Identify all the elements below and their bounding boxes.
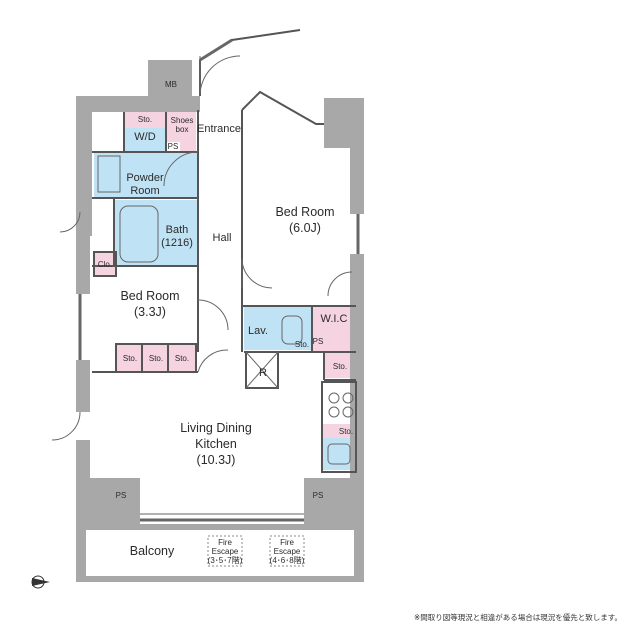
label-sto-kitchen: Sto.	[339, 427, 353, 436]
fire-escape-b: Fire Escape (4･6･8階)	[269, 535, 305, 567]
label-ps-entrance: PS	[168, 142, 179, 151]
label-bath-2: (1216)	[161, 237, 193, 249]
label-ps-wic: PS	[313, 337, 324, 346]
label-sto-bed-1: Sto.	[123, 354, 137, 363]
room-labels: MB Entrance W/D Sto. Shoes box PS Powder…	[98, 80, 353, 558]
fire-escape-a: Fire Escape (3･5･7階)	[207, 535, 243, 567]
label-sto-bed-3: Sto.	[175, 354, 189, 363]
doors	[51, 55, 353, 441]
label-sto-wd: Sto.	[138, 115, 152, 124]
label-powder-room-2: Room	[130, 185, 159, 197]
label-fire-escape-a-2: Escape	[212, 547, 239, 556]
label-wd: W/D	[134, 131, 155, 143]
lav-area	[244, 306, 312, 350]
label-shoes-box-1: Shoes	[171, 116, 194, 125]
label-ldk-1: Living Dining	[180, 421, 252, 435]
label-fire-escape-b-3: (4･6･8階)	[270, 555, 305, 565]
label-lav: Lav.	[248, 325, 268, 337]
bathtub	[119, 205, 159, 263]
label-bath-1: Bath	[166, 224, 189, 236]
partitions	[92, 29, 357, 473]
label-powder-room-1: Powder	[126, 172, 164, 184]
label-fire-escape-a-3: (3･5･7階)	[208, 555, 243, 565]
label-sto-bed-2: Sto.	[149, 354, 163, 363]
disclaimer-note: ※間取り図等現況と相違がある場合は現況を優先と致します。	[413, 613, 622, 622]
storage-areas	[94, 112, 356, 438]
fixtures	[78, 38, 360, 522]
label-ldk-3: (10.3J)	[197, 453, 236, 467]
label-bed-room-b-1: Bed Room	[120, 289, 179, 303]
label-fire-escape-b-1: Fire	[280, 538, 294, 547]
walls	[76, 60, 364, 582]
label-sto-lav: Sto.	[295, 340, 309, 349]
label-fire-escape-b-2: Escape	[274, 547, 301, 556]
label-balcony: Balcony	[130, 544, 175, 558]
label-r: R	[259, 367, 267, 379]
label-ps-ldk-left: PS	[116, 491, 127, 500]
label-fire-escape-a-1: Fire	[218, 538, 232, 547]
label-sto-kitchen-top: Sto.	[333, 362, 347, 371]
label-bed-room-a-1: Bed Room	[275, 205, 334, 219]
label-mb: MB	[165, 80, 177, 89]
label-clo: Clo.	[98, 260, 112, 269]
label-ldk-2: Kitchen	[195, 437, 237, 451]
label-ps-ldk-right: PS	[313, 491, 324, 500]
bath-area	[114, 200, 198, 266]
label-wic: W.I.C	[321, 313, 348, 325]
label-bed-room-b-2: (3.3J)	[134, 305, 166, 319]
label-shoes-box-2: box	[176, 125, 189, 134]
label-hall: Hall	[213, 232, 232, 244]
label-entrance: Entrance	[197, 123, 241, 135]
powder-room-area	[94, 152, 198, 198]
label-bed-room-a-2: (6.0J)	[289, 221, 321, 235]
north-arrow-icon	[31, 575, 50, 589]
